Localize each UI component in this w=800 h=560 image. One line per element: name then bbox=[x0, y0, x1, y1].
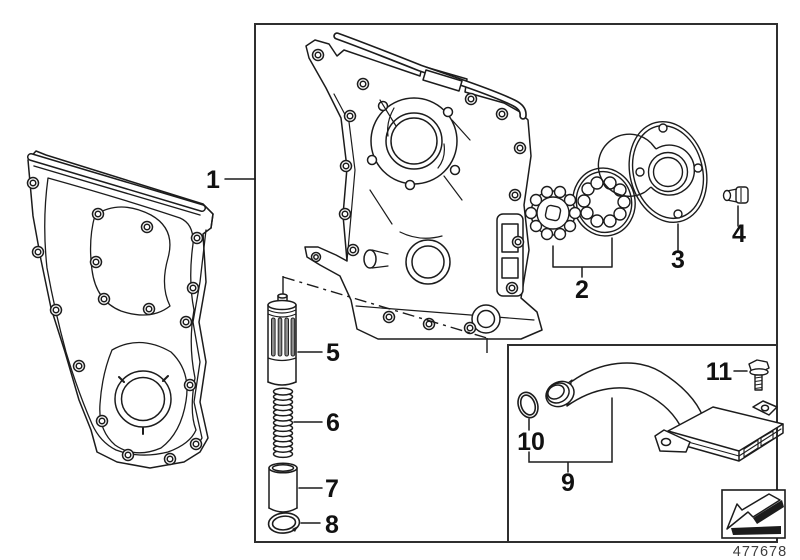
doc-number: 477678 bbox=[733, 544, 787, 560]
callout-11[interactable]: 11 bbox=[706, 358, 733, 386]
pipe-bolt-drawing bbox=[748, 359, 770, 391]
reference-dash-dot-line bbox=[282, 276, 488, 353]
leader-lines bbox=[224, 178, 748, 524]
export-arrow-icon bbox=[726, 493, 784, 535]
relief-valve-spring-drawing bbox=[272, 387, 294, 459]
callout-8[interactable]: 8 bbox=[325, 511, 339, 539]
sub-frame bbox=[507, 344, 778, 543]
callout-1[interactable]: 1 bbox=[206, 166, 220, 194]
export-arrow-button[interactable] bbox=[721, 489, 786, 539]
callout-4[interactable]: 4 bbox=[732, 220, 746, 248]
relief-valve-sleeve-drawing bbox=[268, 462, 298, 513]
pipe-oring-drawing bbox=[517, 391, 539, 419]
relief-valve-oring-drawing bbox=[267, 512, 301, 534]
pump-cover-plate-drawing bbox=[597, 120, 708, 224]
callout-7[interactable]: 7 bbox=[325, 475, 339, 503]
callout-3[interactable]: 3 bbox=[671, 246, 685, 274]
callout-6[interactable]: 6 bbox=[326, 409, 340, 437]
relief-valve-piston-drawing bbox=[267, 293, 297, 386]
plug-bolt-drawing bbox=[722, 186, 749, 204]
callout-10[interactable]: 10 bbox=[517, 428, 545, 456]
callout-9[interactable]: 9 bbox=[561, 469, 575, 497]
callout-2[interactable]: 2 bbox=[575, 276, 589, 304]
oil-pump-rotor-set-drawing bbox=[524, 167, 636, 241]
callout-5[interactable]: 5 bbox=[326, 339, 340, 367]
timing-cover-gasket-drawing bbox=[26, 150, 214, 469]
suction-pipe-drawing bbox=[545, 362, 784, 462]
timing-case-housing-drawing bbox=[304, 32, 543, 340]
